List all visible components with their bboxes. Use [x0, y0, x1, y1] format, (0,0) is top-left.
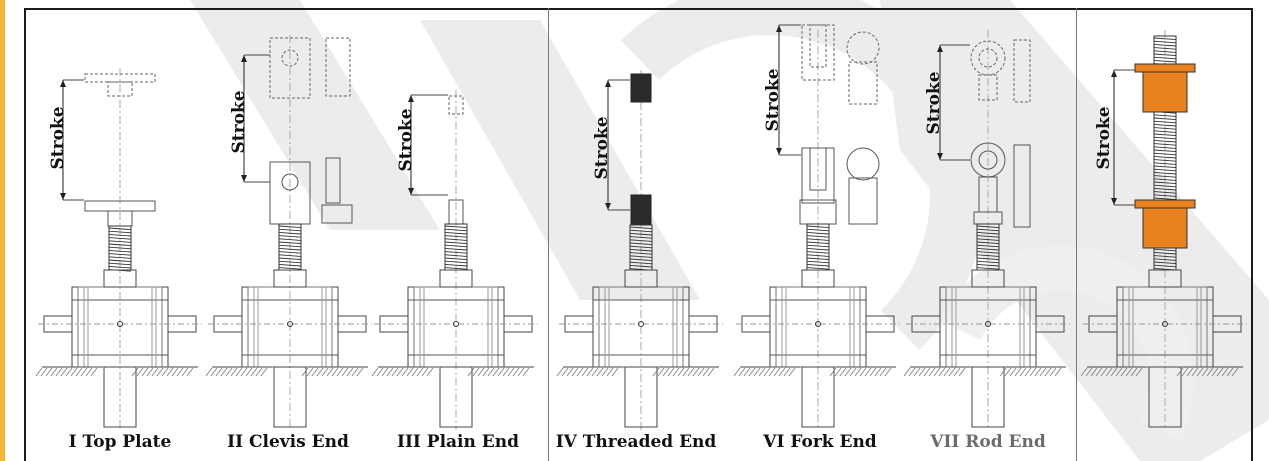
stroke-label: Stroke	[1094, 106, 1114, 170]
rod-end-icon	[903, 30, 1070, 430]
label-top-plate: I Top Plate	[68, 432, 172, 452]
bellows-nut-icon	[1080, 30, 1247, 430]
label-fork-end: VI Fork End	[763, 432, 877, 452]
left-accent-bar	[0, 0, 5, 461]
threaded-end-icon	[556, 70, 723, 430]
stroke-label: Stroke	[229, 90, 249, 154]
top-plate-icon	[35, 68, 202, 430]
stroke-label: Stroke	[592, 116, 612, 180]
stroke-label: Stroke	[924, 71, 944, 135]
label-rod-end: VII Rod End	[930, 432, 1046, 452]
stroke-label: Stroke	[48, 106, 68, 170]
fork-end-icon	[733, 24, 900, 430]
clevis-end-icon	[205, 35, 372, 430]
plain-end-icon	[371, 90, 538, 430]
label-threaded-end: IV Threaded End	[555, 432, 717, 452]
section-divider	[548, 8, 549, 461]
section-divider	[1076, 8, 1077, 461]
label-plain-end: III Plain End	[397, 432, 519, 452]
stroke-label: Stroke	[763, 68, 783, 132]
stroke-label: Stroke	[396, 108, 416, 172]
drawing-frame	[24, 8, 1253, 461]
label-clevis-end: II Clevis End	[227, 432, 349, 452]
